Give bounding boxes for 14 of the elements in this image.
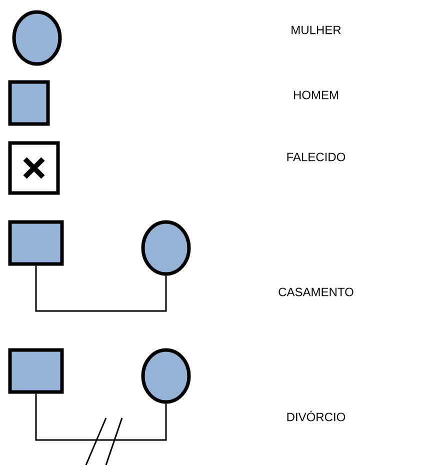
square-symbol <box>8 80 50 126</box>
symbol-label: FALECIDO <box>287 152 346 162</box>
square-symbol <box>8 348 64 394</box>
symbol-label: HOMEM <box>294 90 338 100</box>
symbol-label: CASAMENTO <box>278 288 354 296</box>
circle-symbol <box>12 10 62 66</box>
symbol-label: MULHER <box>292 26 341 34</box>
circle-symbol <box>141 348 191 404</box>
connector-line <box>35 266 167 312</box>
square-symbol <box>8 220 64 266</box>
symbol-label: DIVÓRCIO <box>287 410 346 422</box>
connector-line <box>35 394 167 441</box>
deceased-symbol <box>8 141 60 195</box>
circle-symbol <box>141 220 191 276</box>
